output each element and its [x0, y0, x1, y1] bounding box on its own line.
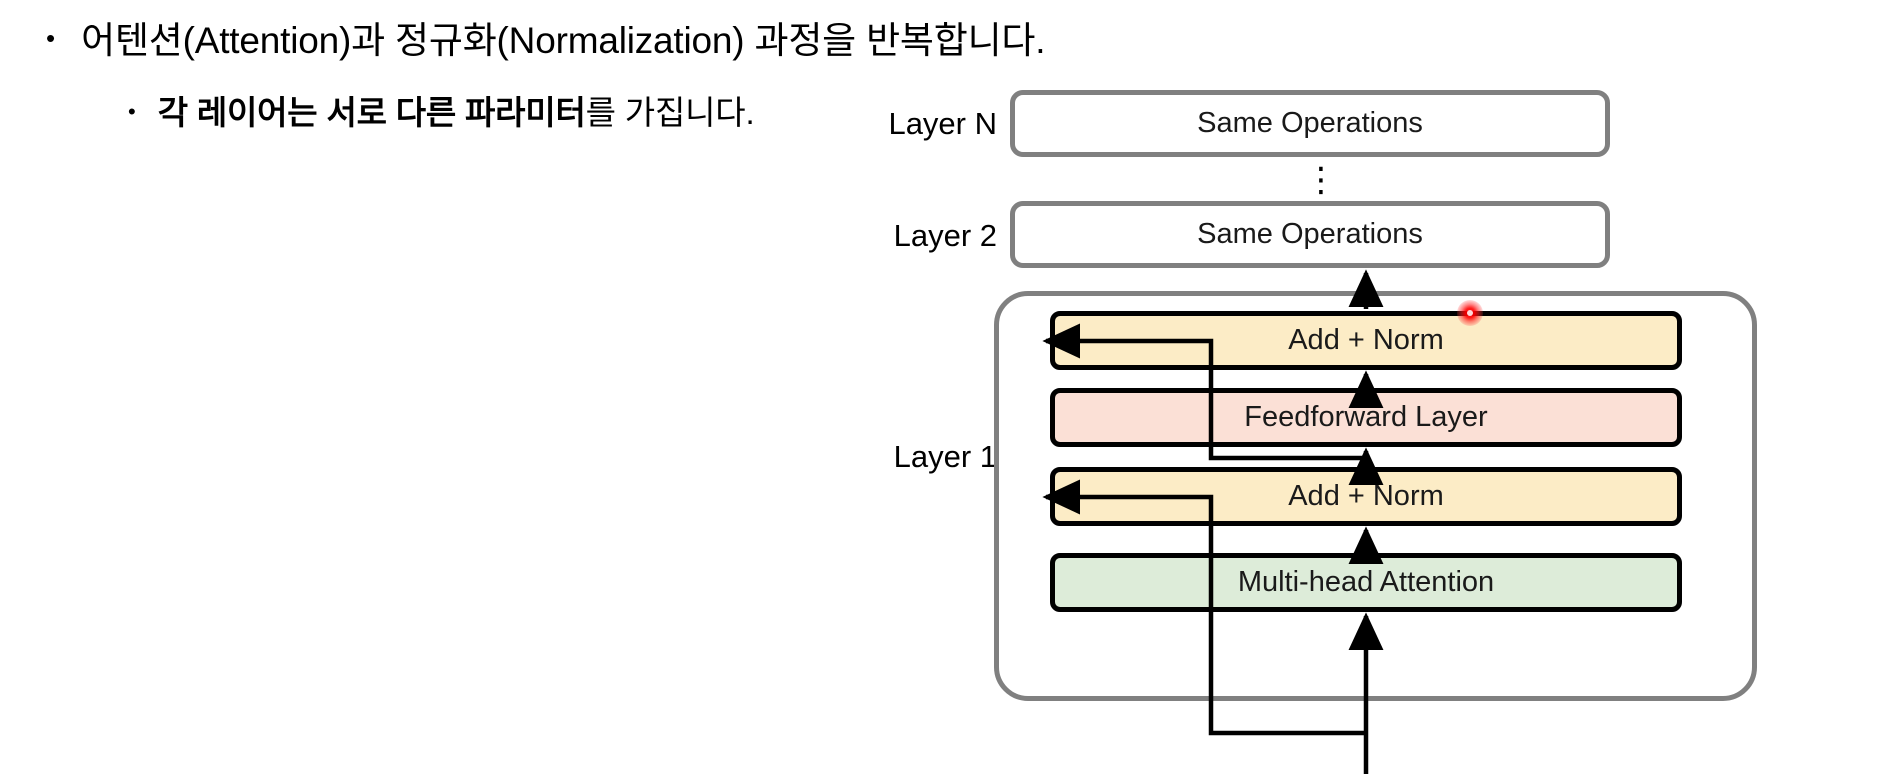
- slide-text-content: • 어텐션(Attention)과 정규화(Normalization) 과정을…: [46, 20, 1046, 134]
- vertical-ellipsis-icon: ⋮: [1304, 161, 1338, 199]
- bullet-text-1: 어텐션(Attention)과 정규화(Normalization) 과정을 반…: [81, 20, 1046, 61]
- block-label: Feedforward Layer: [1244, 401, 1488, 433]
- block-feedforward-layer[interactable]: Feedforward Layer: [1050, 388, 1682, 447]
- bullet-marker-icon: •: [46, 23, 56, 53]
- same-operations-label: Same Operations: [1197, 218, 1423, 250]
- same-operations-box-layer-n[interactable]: Same Operations: [1010, 90, 1610, 157]
- mouse-cursor-indicator: [1457, 300, 1483, 326]
- bullet-marker-icon: •: [128, 99, 136, 124]
- block-add-norm-upper[interactable]: Add + Norm: [1050, 311, 1682, 370]
- block-label: Add + Norm: [1288, 324, 1444, 356]
- same-operations-label: Same Operations: [1197, 107, 1423, 139]
- layer-label-n: Layer N: [888, 106, 997, 141]
- transformer-layer-diagram: Layer N Same Operations ⋮ Layer 2 Same O…: [888, 70, 1882, 774]
- block-multi-head-attention[interactable]: Multi-head Attention: [1050, 553, 1682, 612]
- same-operations-box-layer-2[interactable]: Same Operations: [1010, 201, 1610, 268]
- block-label: Multi-head Attention: [1237, 566, 1495, 598]
- block-label: Add + Norm: [1288, 480, 1444, 512]
- bullet-item-2: • 각 레이어는 서로 다른 파라미터를 가집니다.: [128, 86, 755, 134]
- block-add-norm-lower[interactable]: Add + Norm: [1050, 467, 1682, 526]
- layer-label-1: Layer 1: [893, 439, 997, 474]
- bullet-item-1: • 어텐션(Attention)과 정규화(Normalization) 과정을…: [46, 10, 1046, 64]
- layer-label-2: Layer 2: [893, 218, 997, 253]
- bullet-text-2-tail: 를 가집니다.: [585, 94, 755, 131]
- bullet-text-2: 각 레이어는 서로 다른 파라미터를 가집니다.: [158, 86, 755, 134]
- bullet-text-2-emphasis: 각 레이어는 서로 다른 파라미터: [157, 94, 586, 131]
